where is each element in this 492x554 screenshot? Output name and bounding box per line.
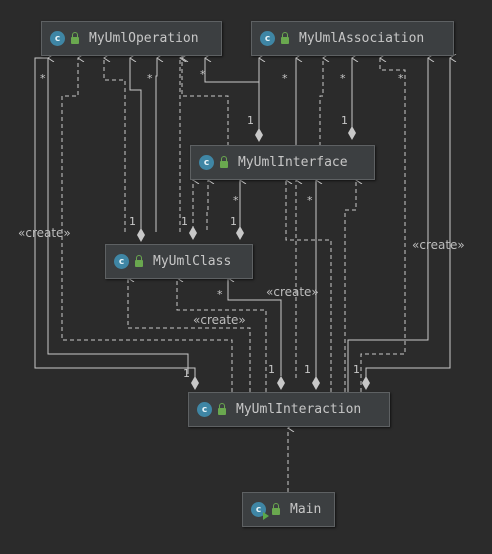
mult-star: *	[340, 72, 346, 85]
class-node-myumlinterface[interactable]: c MyUmlInterface	[190, 145, 375, 180]
mult-one: 1	[304, 363, 311, 376]
edge-interface-association-4	[319, 58, 323, 146]
edge-interaction-class-1	[228, 278, 282, 376]
class-name: MyUmlClass	[153, 254, 232, 269]
diamond-interaction-d	[362, 376, 370, 390]
mult-one: 1	[353, 363, 360, 376]
edge-interface-operation-2	[182, 58, 229, 146]
mult-star: *	[307, 194, 313, 207]
class-icon: c	[251, 502, 269, 520]
diamond-class-b	[189, 226, 197, 240]
diamond-interface-b	[348, 126, 356, 140]
edge-interaction-operation-1	[34, 57, 196, 378]
class-icon: c	[197, 402, 212, 417]
edge-class-operation-2	[130, 58, 142, 232]
lock-icon	[71, 32, 79, 44]
edge-interaction-class-2	[177, 278, 267, 392]
stereotype-create: «create»	[266, 285, 319, 299]
mult-one: 1	[341, 114, 348, 127]
mult-star: *	[200, 68, 206, 81]
edge-interaction-association-2	[347, 58, 428, 392]
mult-one: 1	[129, 215, 136, 228]
class-name: MyUmlOperation	[89, 31, 199, 46]
class-name: MyUmlInteraction	[236, 402, 362, 417]
edge-class-interface-2	[206, 180, 208, 230]
mult-star: *	[398, 72, 404, 85]
edge-class-operation-1	[104, 58, 126, 232]
lock-icon	[135, 255, 143, 267]
lock-icon	[220, 156, 228, 168]
stereotype-create: «create»	[193, 313, 246, 327]
class-node-myumlclass[interactable]: c MyUmlClass	[105, 244, 253, 279]
stereotype-create: «create»	[412, 238, 465, 252]
run-icon	[263, 512, 269, 520]
class-icon: c	[50, 31, 65, 46]
mult-one: 1	[181, 215, 188, 228]
mult-one: 1	[183, 367, 190, 380]
mult-star: *	[147, 72, 153, 85]
diamond-interface-a	[255, 128, 263, 142]
mult-one: 1	[230, 215, 237, 228]
class-node-myumlassociation[interactable]: c MyUmlAssociation	[251, 21, 454, 56]
edge-class-operation-4	[155, 58, 157, 232]
class-name: Main	[290, 502, 322, 517]
class-name: MyUmlAssociation	[299, 31, 425, 46]
class-node-myumloperation[interactable]: c MyUmlOperation	[41, 21, 222, 56]
class-icon: c	[260, 31, 275, 46]
class-icon: c	[199, 155, 214, 170]
diamond-interaction-a	[191, 376, 199, 390]
lock-icon	[281, 32, 289, 44]
edge-interaction-operation-create	[61, 58, 233, 392]
mult-one: 1	[268, 363, 275, 376]
diamond-class-a	[137, 228, 145, 242]
mult-star: *	[217, 288, 223, 301]
mult-one: 1	[247, 114, 254, 127]
class-node-main[interactable]: c Main	[242, 492, 335, 527]
class-name: MyUmlInterface	[238, 155, 348, 170]
lock-icon	[272, 503, 280, 515]
edge-interaction-interface-4	[344, 180, 356, 392]
edge-interaction-operation-2	[48, 58, 189, 374]
mult-star: *	[282, 72, 288, 85]
lock-icon	[218, 403, 226, 415]
mult-star: *	[40, 72, 46, 85]
edge-interaction-class-3	[128, 278, 251, 392]
edge-interaction-association-1	[365, 58, 450, 378]
mult-star: *	[233, 194, 239, 207]
diamond-interaction-c	[312, 376, 320, 390]
diamond-interaction-b	[277, 376, 285, 390]
class-node-myumlinteraction[interactable]: c MyUmlInteraction	[188, 392, 390, 427]
class-icon: c	[114, 254, 129, 269]
edge-interaction-interface-3	[286, 180, 332, 392]
stereotype-create: «create»	[18, 226, 71, 240]
diamond-class-c	[236, 226, 244, 240]
edge-interaction-association-3	[360, 58, 406, 392]
